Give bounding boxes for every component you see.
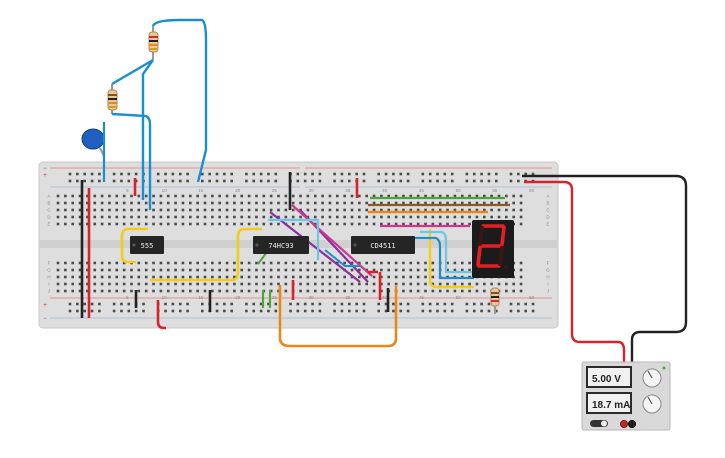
capacitor[interactable] — [81, 128, 105, 157]
column-label-top: 40 — [382, 188, 388, 193]
row-label-right: C — [546, 208, 550, 213]
column-label-top: 50 — [456, 188, 462, 193]
column-label-bottom: 45 — [419, 295, 425, 300]
column-label-bottom: 60 — [529, 295, 535, 300]
positive-terminal[interactable] — [620, 420, 628, 428]
column-label-top: 15 — [198, 188, 204, 193]
column-label-top: 5 — [126, 188, 129, 193]
wire-lightblue-2[interactable] — [420, 230, 474, 274]
chip-74hc93[interactable]: 74HC93 — [253, 236, 309, 254]
row-label-left: C — [47, 208, 51, 213]
row-label-right: F — [547, 261, 550, 266]
power-rail-lines — [50, 167, 552, 319]
segment-e — [476, 245, 482, 267]
column-label-top: 30 — [309, 188, 315, 193]
wire-yellow-counter[interactable] — [150, 227, 262, 282]
chip-cd4511[interactable]: CD4511 — [351, 236, 415, 254]
row-label-right: D — [546, 215, 550, 220]
row-label-left: E — [47, 222, 50, 227]
row-label-right: H — [546, 275, 549, 280]
column-label-top: 60 — [529, 188, 535, 193]
column-label-bottom: 5 — [126, 295, 129, 300]
chip-cd4511-label: CD4511 — [370, 242, 395, 250]
wire-pink-1[interactable] — [291, 204, 373, 277]
segment-c — [498, 245, 504, 267]
resistor-r2[interactable] — [107, 84, 118, 114]
wire-blue-r1-down[interactable] — [141, 59, 154, 200]
column-label-top: 10 — [162, 188, 168, 193]
column-label-bottom: 30 — [309, 295, 315, 300]
column-label-top: 20 — [235, 188, 241, 193]
row-label-right: A — [546, 194, 549, 199]
row-label-left: H — [47, 275, 50, 280]
breadboard-holes[interactable] — [56, 172, 535, 313]
wire-blue-r1-r2[interactable] — [111, 58, 154, 86]
resistor-r1[interactable] — [148, 26, 159, 60]
rail-plus-label: + — [43, 303, 47, 309]
column-label-top: 25 — [272, 188, 278, 193]
column-label-bottom: 25 — [272, 295, 278, 300]
wire-lightblue-1[interactable] — [268, 218, 320, 260]
voltage-readout: 5.00 V — [592, 374, 621, 385]
row-label-left: F — [48, 261, 51, 266]
column-label-top: 55 — [492, 188, 498, 193]
row-label-right: I — [547, 282, 548, 287]
seven-segment-display[interactable]: 2 — [0, 0, 514, 278]
wire-yellow-display[interactable] — [428, 229, 474, 289]
row-label-left: A — [47, 194, 50, 199]
segment-b — [500, 225, 506, 247]
wire-red-psu[interactable] — [524, 180, 626, 424]
column-label-bottom: 50 — [456, 295, 462, 300]
wire-blue-counter[interactable] — [324, 249, 360, 267]
power-led-icon — [662, 366, 666, 370]
column-label-bottom: 40 — [382, 295, 388, 300]
column-label-top: 45 — [419, 188, 425, 193]
wire-blue-display[interactable] — [410, 236, 474, 280]
wires[interactable] — [80, 18, 688, 424]
row-label-left: J — [48, 289, 50, 294]
power-supply[interactable]: 5.00 V 18.7 mA — [581, 361, 671, 431]
row-label-left: B — [47, 201, 50, 206]
column-label-bottom: 20 — [235, 295, 241, 300]
row-label-right: G — [546, 268, 550, 273]
wire-blue-r1-top[interactable] — [151, 18, 208, 183]
row-label-right: J — [547, 289, 549, 294]
breadboard-labels: 5510101515202025253030353540404545505055… — [43, 166, 550, 322]
negative-terminal[interactable] — [628, 420, 636, 428]
row-label-left: D — [47, 215, 51, 220]
column-label-bottom: 35 — [345, 295, 351, 300]
wire-yellow-555[interactable] — [120, 227, 148, 264]
chip-555[interactable]: 555 — [130, 236, 164, 254]
column-label-bottom: 15 — [198, 295, 204, 300]
rail-minus-label: − — [43, 316, 47, 322]
wire-red-3[interactable] — [156, 300, 166, 330]
row-label-right: B — [546, 201, 549, 206]
wire-blue-r2-down[interactable] — [111, 112, 152, 210]
chip-74hc93-label: 74HC93 — [268, 242, 293, 250]
column-label-top: 35 — [345, 188, 351, 193]
row-label-left: I — [48, 282, 49, 287]
current-readout: 18.7 mA — [592, 400, 630, 411]
segment-dp — [504, 265, 508, 269]
rail-minus-label: − — [43, 166, 47, 172]
display-segments — [476, 224, 508, 269]
chip-555-label: 555 — [141, 242, 154, 250]
rail-plus-label: + — [43, 173, 47, 179]
row-label-left: G — [47, 268, 51, 273]
wire-purple-1[interactable] — [269, 211, 361, 283]
resistor-r3[interactable] — [490, 287, 500, 314]
row-label-right: E — [546, 222, 549, 227]
wire-black-psu[interactable] — [522, 174, 688, 424]
wire-orange-bottom[interactable] — [278, 285, 398, 348]
column-label-bottom: 10 — [162, 295, 168, 300]
segment-f — [478, 225, 484, 247]
